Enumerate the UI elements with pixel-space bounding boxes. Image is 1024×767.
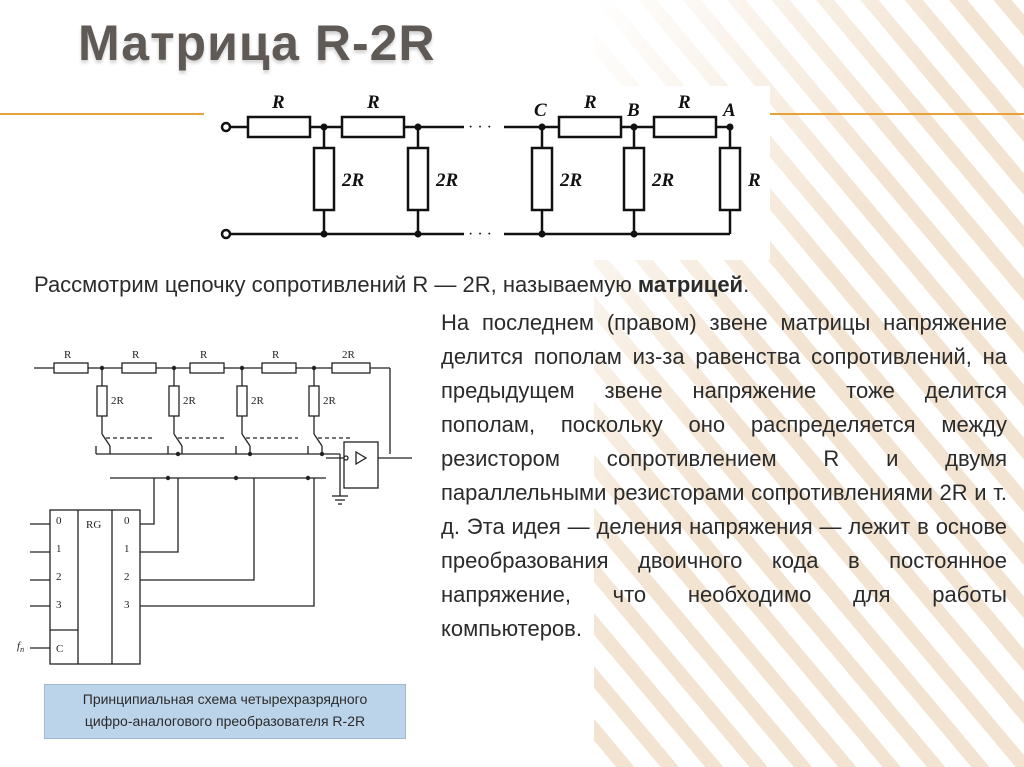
clock-label: fп	[17, 640, 24, 654]
node-label-a: A	[722, 100, 736, 121]
schematic-caption: Принципиальная схема четырехразрядного ц…	[44, 684, 406, 739]
input-terminal-top	[220, 121, 232, 133]
label-r1: R	[271, 92, 285, 113]
resistor-r2	[340, 115, 406, 139]
dac-series-r1	[53, 362, 89, 374]
dac-label-r4: R	[272, 349, 280, 361]
ellipsis-top: · · ·	[468, 119, 492, 136]
dac-shunt-4	[307, 368, 323, 454]
shunt-2r-4	[622, 127, 646, 234]
node-label-b: B	[626, 100, 640, 121]
shunt-r-end	[718, 127, 742, 234]
register-in-0: 0	[56, 515, 62, 527]
register-in-3: 3	[56, 599, 62, 611]
dac-label-r1: R	[64, 349, 72, 361]
label-r4: R	[677, 92, 691, 113]
r2r-ladder-diagram: · · · · · · R R R R 2R 2R 2R 2R R C B A	[204, 86, 770, 260]
dac-label-r3: R	[200, 349, 208, 361]
register-out-1: 1	[124, 543, 130, 555]
dac-shunt-2	[167, 368, 183, 454]
register-label: RG	[86, 519, 101, 531]
register-out-3: 3	[124, 599, 130, 611]
junction-dots	[320, 123, 734, 238]
explanation-paragraph: На последнем (правом) звене матрицы напр…	[441, 310, 1007, 641]
register-rg	[49, 509, 141, 665]
register-in-1: 1	[56, 543, 62, 555]
intro-sentence: Рассмотрим цепочку сопротивлений R — 2R,…	[34, 270, 994, 300]
dac-label-shunt-3: 2R	[251, 395, 265, 407]
shunt-2r-2	[406, 127, 430, 234]
label-2r-2: 2R	[435, 170, 458, 191]
dac-junction-dots	[99, 365, 325, 481]
input-terminal-bottom	[220, 228, 232, 240]
caption-line-1: Принципиальная схема четырехразрядного	[82, 691, 368, 707]
dac-series-r2	[121, 362, 157, 374]
slide-title: Матрица R-2R	[78, 15, 436, 71]
intro-text: Рассмотрим цепочку сопротивлений R — 2R,…	[34, 272, 638, 297]
dac-series-r4	[261, 362, 297, 374]
dac-label-2r-series: 2R	[342, 349, 356, 361]
shunt-2r-3	[530, 127, 554, 234]
dac-label-shunt-2: 2R	[183, 395, 197, 407]
dac-label-shunt-1: 2R	[111, 395, 125, 407]
label-r-end: R	[747, 170, 761, 191]
label-r2: R	[366, 92, 380, 113]
register-in-2: 2	[56, 571, 62, 583]
dac-series-r3	[189, 362, 225, 374]
dac-label-r2: R	[132, 349, 140, 361]
register-in-c: C	[56, 643, 63, 655]
label-r3: R	[583, 92, 597, 113]
resistor-r3	[557, 115, 623, 139]
dac-shunt-1	[95, 368, 111, 454]
resistor-r1	[246, 115, 312, 139]
caption-line-2: цифро-аналогового преобразователя R-2R	[84, 713, 366, 729]
register-out-2: 2	[124, 571, 130, 583]
dac-label-shunt-4: 2R	[323, 395, 337, 407]
resistor-r4	[652, 115, 718, 139]
ellipsis-bottom: · · ·	[468, 226, 492, 243]
register-out-0: 0	[124, 515, 130, 527]
label-2r-1: 2R	[341, 170, 364, 191]
dac-series-2r	[331, 362, 371, 374]
dac-shunt-3	[235, 368, 251, 454]
shunt-2r-1	[312, 127, 336, 234]
label-2r-3: 2R	[559, 170, 582, 191]
dac-schematic: R R R R 2R 2R 2R 2R 2R RG 0 1 2 3 C 0 1 …	[14, 346, 412, 666]
op-amp	[343, 441, 379, 489]
intro-end: .	[743, 272, 750, 297]
label-2r-4: 2R	[651, 170, 674, 191]
intro-bold-term: матрицей	[637, 272, 744, 297]
node-label-c: C	[534, 100, 547, 121]
